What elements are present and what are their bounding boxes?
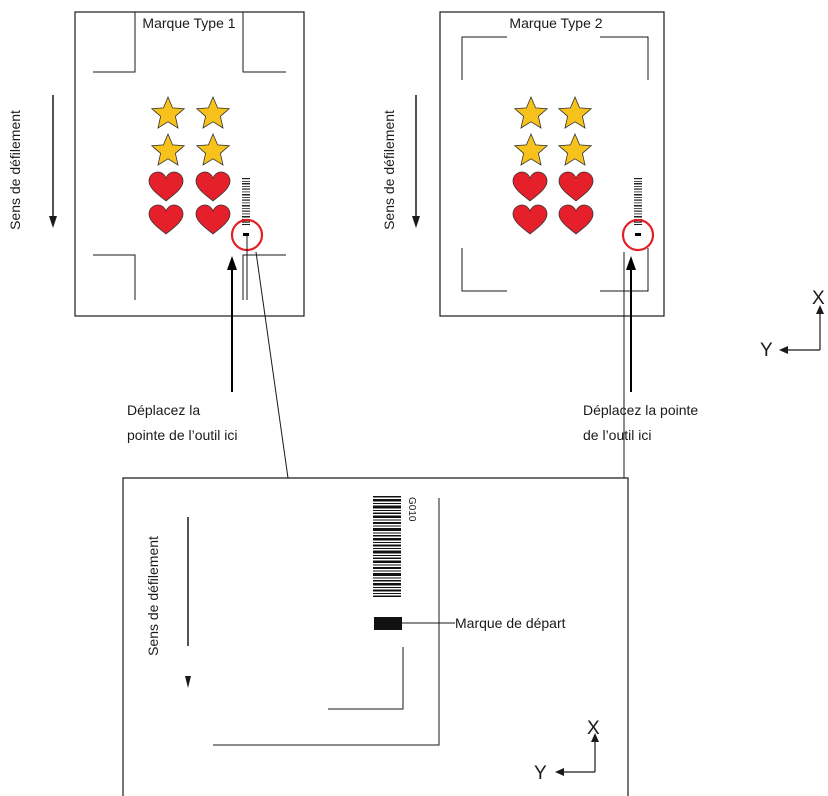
- axes-indicator-top: X Y: [760, 288, 825, 361]
- arrow-down-icon: [185, 517, 191, 688]
- arrow-up-icon: [626, 256, 636, 392]
- instruction-1-line-2: pointe de l’outil ici: [127, 427, 238, 443]
- direction-label-2: Sens de défilement: [381, 110, 397, 230]
- axis-x-label-detail: X: [587, 718, 600, 739]
- detail-direction-label: Sens de défilement: [145, 536, 161, 656]
- corner-marks-type-1: [93, 12, 286, 300]
- direction-label-1: Sens de défilement: [7, 110, 23, 230]
- arrow-down-icon: [49, 95, 57, 228]
- panel-type-1: Marque Type 1 Sens de défilement: [7, 11, 305, 443]
- sheet-type-1: [74, 11, 305, 317]
- axes-indicator-detail: X Y: [534, 718, 600, 784]
- instruction-1-line-1: Déplacez la: [127, 402, 200, 418]
- start-mark: [635, 233, 641, 236]
- instruction-2-line-1: Déplacez la pointe: [583, 402, 698, 418]
- panel-2-title: Marque Type 2: [509, 15, 602, 31]
- sheet-type-2: [439, 11, 665, 317]
- start-mark-highlight: [621, 218, 655, 252]
- corner-marks-type-2: [461, 36, 649, 292]
- panel-1-title: Marque Type 1: [142, 15, 235, 31]
- detail-frame: [122, 477, 629, 796]
- panel-type-2: Marque Type 2 Sens de défilement: [381, 11, 698, 443]
- start-mark-label: Marque de départ: [455, 615, 566, 631]
- arrow-down-icon: [412, 95, 420, 228]
- arrow-up-icon: [227, 256, 237, 392]
- barcode-text: G010: [406, 497, 417, 522]
- axis-y-label-detail: Y: [534, 763, 547, 784]
- barcode-icon: [373, 496, 401, 597]
- detail-panel: Sens de défilement: [122, 251, 629, 796]
- instruction-2-line-2: de l’outil ici: [583, 427, 651, 443]
- axis-x-label-top: X: [812, 288, 825, 309]
- start-mark: [243, 233, 249, 236]
- start-mark: [374, 617, 402, 630]
- axis-y-label-top: Y: [760, 340, 773, 361]
